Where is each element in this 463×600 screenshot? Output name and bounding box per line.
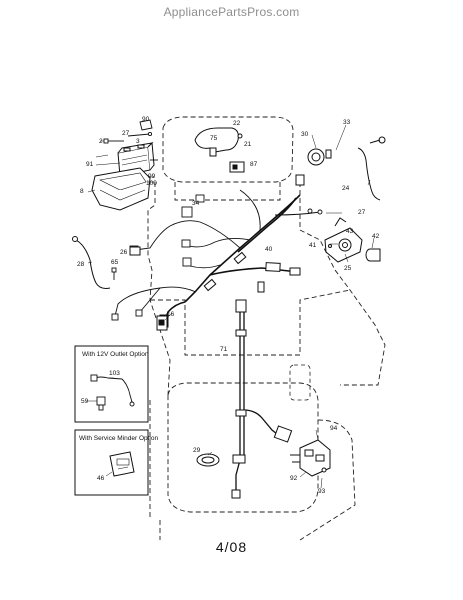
watermark: AppliancePartsPros.com (163, 5, 300, 19)
callout-34: 34 (192, 200, 200, 207)
cable-assembly-22 (194, 127, 243, 157)
part-16 (156, 315, 168, 331)
callout-16: 16 (167, 311, 175, 318)
inset-12v-title: With 12V Outlet Option (82, 351, 149, 358)
callout-43: 43 (346, 228, 354, 235)
callout-26: 26 (120, 249, 128, 256)
callout-94: 94 (330, 425, 338, 432)
dash-wires (114, 189, 321, 317)
callout-8: 8 (80, 188, 84, 195)
harness-connectors (159, 174, 305, 328)
part-29 (196, 453, 220, 467)
callout-25: 25 (344, 265, 352, 272)
date-code: 4/08 (215, 539, 248, 555)
part-65 (111, 267, 117, 280)
battery-tray (91, 167, 151, 211)
callout-91: 91 (86, 161, 94, 168)
callout-24: 24 (342, 185, 350, 192)
callout-numbers: 90 2 27 3 91 99 100 8 22 75 21 87 30 33 … (77, 116, 380, 495)
callout-30: 30 (301, 131, 309, 138)
callout-87: 87 (250, 161, 258, 168)
part-42 (365, 248, 381, 262)
callout-27-harness: 27 (358, 209, 366, 216)
battery-hardware (103, 119, 158, 161)
harness-71 (235, 312, 283, 495)
callout-33: 33 (343, 119, 351, 126)
seat-switch-area (289, 364, 311, 401)
callout-3: 3 (136, 138, 140, 145)
callout-29: 29 (193, 447, 201, 454)
switch-87 (229, 161, 245, 173)
callout-46: 46 (97, 475, 105, 482)
callout-21: 21 (244, 141, 252, 148)
callout-28: 28 (77, 261, 85, 268)
callout-2: 2 (99, 138, 103, 145)
inset-service-title: With Service Minder Option (79, 435, 158, 442)
cable-24 (357, 136, 386, 201)
callout-41: 41 (309, 242, 317, 249)
callout-103: 103 (109, 370, 120, 377)
callout-90: 90 (142, 116, 150, 123)
callout-65: 65 (111, 259, 119, 266)
callout-27-battery: 27 (122, 130, 130, 137)
callout-59: 59 (81, 398, 89, 405)
ignition-switch (324, 217, 363, 263)
inset-box-service-minder: With Service Minder Option (74, 429, 158, 496)
harness-71-connectors (231, 299, 293, 499)
callout-22: 22 (233, 120, 241, 127)
callout-40: 40 (265, 246, 273, 253)
part-26 (129, 246, 141, 256)
callout-75: 75 (210, 135, 218, 142)
callout-71: 71 (220, 346, 228, 353)
dash-connectors (111, 194, 323, 321)
callout-100: 100 (146, 180, 157, 187)
tractor-body-outline (147, 116, 386, 541)
callout-92: 92 (290, 475, 298, 482)
main-harness (164, 194, 301, 321)
callout-42: 42 (372, 233, 380, 240)
module-94 (290, 439, 331, 477)
leader-lines (86, 124, 375, 489)
battery (117, 141, 155, 177)
wire-28 (72, 236, 111, 289)
inset-box-12v-outlet: With 12V Outlet Option (74, 345, 149, 423)
solenoid-30 (307, 148, 332, 166)
callout-93: 93 (318, 488, 326, 495)
callout-99: 99 (148, 173, 156, 180)
